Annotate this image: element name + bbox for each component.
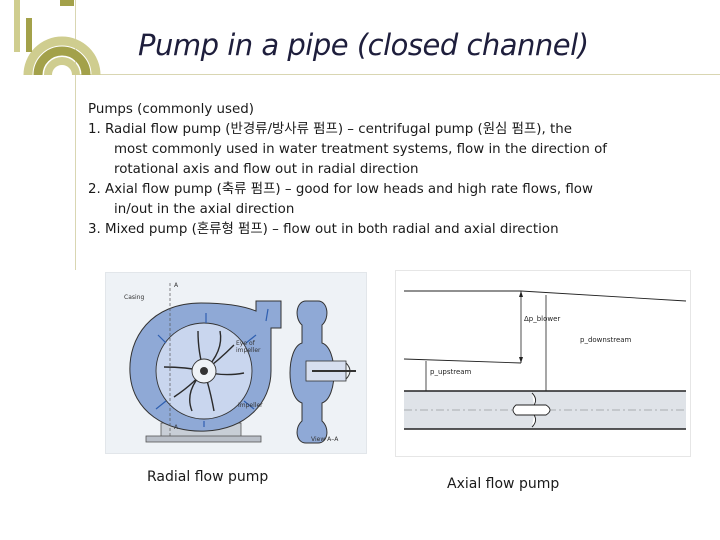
text-line: 1. Radial flow pump (반경류/방사류 펌프) – centr… — [88, 122, 572, 137]
label-eye: Eye of — [236, 340, 256, 347]
body-text: Pumps (commonly used) 1. Radial flow pum… — [88, 100, 708, 240]
label-eye-impeller: impeller — [236, 347, 261, 354]
text-line: 2. Axial flow pump (축류 펌프) – good for lo… — [88, 182, 593, 197]
text-line: rotational axis and flow out in radial d… — [114, 162, 419, 177]
text-line: most commonly used in water treatment sy… — [114, 142, 607, 157]
text-line: 3. Mixed pump (혼류형 펌프) – flow out in bot… — [88, 222, 559, 237]
label-a-top: A — [174, 282, 179, 289]
label-p-downstream: p_downstream — [580, 336, 632, 344]
title-divider — [0, 74, 720, 75]
label-a-bottom: A — [174, 424, 179, 431]
decorative-arcs-logo — [0, 0, 101, 76]
axial-pump-caption: Axial flow pump — [447, 476, 560, 492]
label-dp-blower: Δp_blower — [524, 315, 560, 323]
label-p-upstream: p_upstream — [430, 368, 472, 376]
label-view: View A–A — [311, 436, 339, 443]
label-casing: Casing — [124, 294, 144, 301]
left-divider — [75, 0, 76, 270]
axial-pump-figure: Δp_blower p_downstream p_upstream — [395, 270, 691, 457]
title-band — [0, 0, 720, 78]
radial-pump-caption: Radial flow pump — [147, 469, 269, 485]
text-line: in/out in the axial direction — [114, 202, 295, 217]
axial-pump-drawing: Δp_blower p_downstream p_upstream — [403, 290, 687, 430]
slide-title: Pump in a pipe (closed channel) — [138, 28, 589, 62]
radial-pump-drawing: A Casing Eye of impeller Impeller A View… — [124, 282, 356, 444]
radial-pump-figure: A Casing Eye of impeller Impeller A View… — [105, 272, 367, 454]
label-impeller: Impeller — [238, 402, 263, 409]
text-line: Pumps (commonly used) — [88, 102, 254, 117]
